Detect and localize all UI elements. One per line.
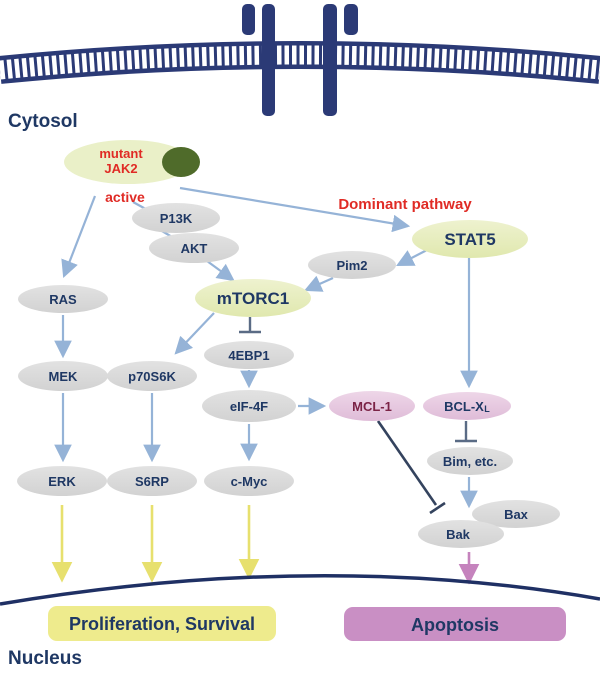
erk-label: ERK [48,474,76,489]
arrow-pim2-to-mtorc1 [303,275,334,292]
node-p13k: P13K [132,203,220,233]
arrow-jak2-to-stat5 [179,186,411,233]
mtorc1-label: mTORC1 [217,289,289,308]
p70s6k-label: p70S6K [128,369,176,384]
inhibit-mcl1-to-bak-bar [429,501,446,515]
apoptosis-label: Apoptosis [411,615,499,635]
node-mcl1: MCL-1 [329,391,415,421]
receptor-tall-bar-right [323,4,337,116]
receptor-tall-bar-left [262,4,275,116]
mcl1-ellipse [329,391,415,421]
node-s6rp: S6RP [107,466,197,496]
bax-ellipse [472,500,560,528]
inhibition-edges [239,317,477,443]
stat5-ellipse [412,220,528,258]
cmyc-label: c-Myc [231,474,268,489]
arrow-mtorc1-to-p70s6k [174,312,215,355]
node-akt: AKT [149,233,239,263]
erk-ellipse [17,466,107,496]
p13k-ellipse [132,203,220,233]
nuclear-arrows [51,505,260,583]
bak-label: Bak [446,527,471,542]
apoptosis-box: Apoptosis [344,607,566,641]
ras-label: RAS [49,292,77,307]
jak2-ellipse [64,140,192,184]
node-bim: Bim, etc. [427,447,513,475]
receptor-short-bar-left [242,4,255,35]
mtorc1-ellipse [195,279,311,317]
node-stat5: STAT5 [412,220,528,258]
pim2-ellipse [308,251,396,279]
jak2-mutation-blob [162,147,200,177]
bclxl-label: BCL-X [444,399,484,414]
nuclear-envelope [0,573,600,606]
jak2-label-line2: JAK2 [104,161,137,176]
akt-ellipse [149,233,239,263]
proliferation-box-bg [48,606,276,641]
membrane-lipid-pattern [0,45,600,80]
mek-label: MEK [49,369,79,384]
proliferation-label: Proliferation, Survival [69,614,255,634]
node-ras: RAS [18,285,108,313]
bim-label: Bim, etc. [443,454,497,469]
ras-ellipse [18,285,108,313]
cell-membrane [0,41,600,84]
pim2-label: Pim2 [336,258,367,273]
arrow-stat5-to-pim2 [396,249,428,267]
node-eif4f: eIF-4F [202,390,296,422]
node-jak2: mutant JAK2 active [64,140,200,205]
mek-ellipse [18,361,108,391]
node-bax: Bax [472,500,560,528]
bclxl-ellipse [423,392,511,420]
jak2-label-line1: mutant [99,146,143,161]
4ebp1-ellipse [204,341,294,369]
arrow-jak2-to-ras [61,195,97,279]
dominant-pathway-label: Dominant pathway [338,196,472,213]
node-mtorc1: mTORC1 [195,279,311,317]
mcl1-label: MCL-1 [352,399,392,414]
akt-label: AKT [181,241,208,256]
cytosol-label: Cytosol [8,111,78,132]
eif4f-ellipse [202,390,296,422]
apoptosis-box-bg [344,607,566,641]
mcl1-inhibition [376,420,446,515]
receptor-short-bar-right [344,4,358,35]
p13k-label: P13K [160,211,193,226]
node-mek: MEK [18,361,108,391]
4ebp1-label: 4EBP1 [228,348,269,363]
s6rp-ellipse [107,466,197,496]
bak-ellipse [418,520,504,548]
arrow-akt-to-mtorc1 [206,260,235,282]
proliferation-box: Proliferation, Survival [48,606,276,641]
receptor-complex [242,4,358,116]
bim-ellipse [427,447,513,475]
s6rp-label: S6RP [135,474,169,489]
node-erk: ERK [17,466,107,496]
node-p70s6k: p70S6K [107,361,197,391]
node-4ebp1: 4EBP1 [204,341,294,369]
stat5-label: STAT5 [444,230,495,249]
bax-label: Bax [504,507,529,522]
bclxl-subscript: L [484,404,490,414]
node-cmyc: c-Myc [204,466,294,496]
jak2-active-label: active [105,189,145,205]
node-pim2: Pim2 [308,251,396,279]
cmyc-ellipse [204,466,294,496]
nucleus-label: Nucleus [8,648,82,669]
p70s6k-ellipse [107,361,197,391]
eif4f-label: eIF-4F [230,399,268,414]
node-bak: Bak [418,520,504,548]
inhibit-mcl1-to-bak-stem [376,420,438,506]
node-bclxl: BCL-X L [423,392,511,420]
